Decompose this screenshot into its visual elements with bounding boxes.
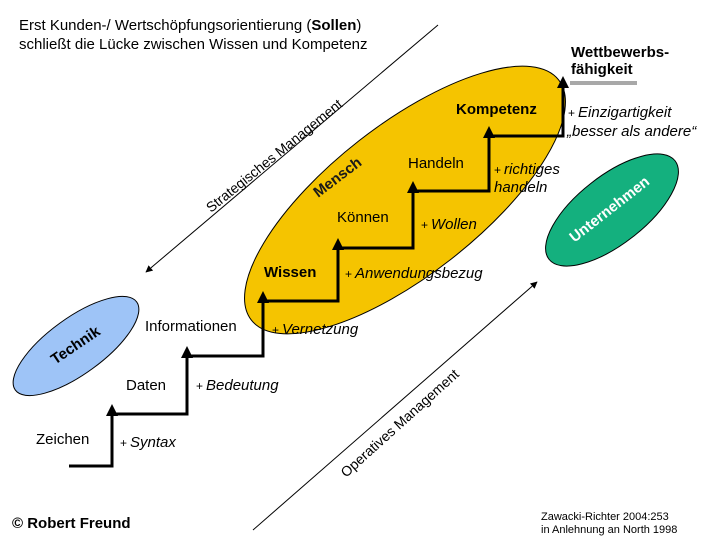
mensch-ellipse — [244, 65, 566, 335]
increment-einzigartigkeit: +Einzigartigkeit — [568, 104, 672, 121]
source-line2: in Anlehnung an North 1998 — [541, 524, 677, 536]
increment-syntax: +Syntax — [120, 434, 176, 451]
step-arrowhead-wettbewerb — [557, 76, 569, 88]
step-arrowhead-koennen — [332, 238, 344, 250]
step-wissen: Wissen — [264, 264, 316, 281]
strategisches-management-line — [145, 24, 439, 273]
increment-richtiges: +richtiges — [494, 161, 560, 178]
header-line2: schließt die Lücke zwischen Wissen und K… — [19, 36, 368, 53]
increment-vernetzung: +Vernetzung — [272, 321, 359, 338]
source-line1: Zawacki-Richter 2004:253 — [541, 511, 669, 523]
step-arrowhead-handeln — [407, 181, 419, 193]
increment-wollen: +Wollen — [421, 216, 477, 233]
wettbewerb-line1: Wettbewerbs- — [571, 44, 669, 61]
increment-bedeutung: +Bedeutung — [196, 377, 279, 394]
step-arrowhead-daten — [106, 404, 118, 416]
increment-besser: „besser als andere“ — [566, 123, 697, 140]
wettbewerb-bar — [570, 81, 637, 85]
step-arrowhead-informationen — [181, 346, 193, 358]
operatives-management-label: Operatives Management — [337, 366, 462, 481]
unternehmen-ellipse — [545, 153, 679, 267]
step-arrowhead-wissen — [257, 291, 269, 303]
step-arrowhead-kompetenz — [483, 126, 495, 138]
copyright: © Robert Freund — [12, 515, 131, 532]
header-line1: Erst Kunden-/ Wertschöpfungsorientierung… — [19, 17, 361, 34]
step-handeln: Handeln — [408, 155, 464, 172]
operatives-management-line — [252, 281, 538, 531]
increment-handeln: handeln — [494, 179, 547, 196]
step-zeichen: Zeichen — [36, 431, 89, 448]
wettbewerb-line2: fähigkeit — [571, 61, 633, 78]
step-kompetenz: Kompetenz — [456, 101, 537, 118]
staircase-arrowheads — [106, 76, 569, 416]
increment-anwendungsbezug: +Anwendungsbezug — [345, 265, 483, 282]
step-informationen: Informationen — [145, 318, 237, 335]
step-daten: Daten — [126, 377, 166, 394]
technik-ellipse — [12, 295, 140, 397]
step-koennen: Können — [337, 209, 389, 226]
staircase-line — [69, 86, 565, 468]
